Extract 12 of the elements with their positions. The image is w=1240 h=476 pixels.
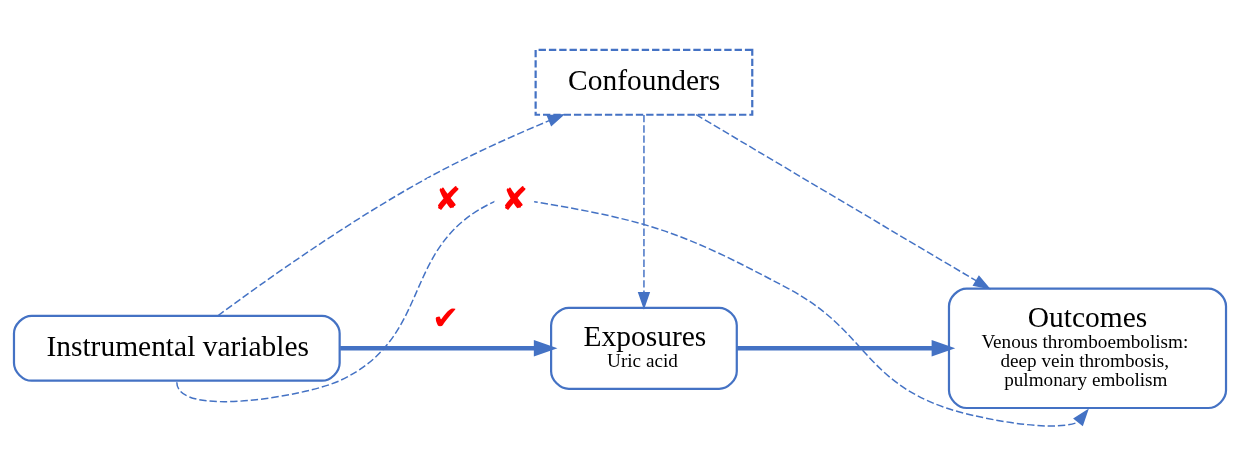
node-box: Exposures Uric acid	[550, 306, 738, 390]
edge-label: ✔	[432, 298, 460, 337]
arrow	[737, 340, 956, 357]
node-box: Instrumental variables	[12, 314, 341, 382]
edge-label: ✘	[433, 179, 462, 218]
arrow	[217, 114, 566, 317]
arrow	[695, 114, 991, 290]
edge-label: ✘	[501, 179, 529, 218]
arrow	[340, 340, 558, 357]
arrow	[637, 114, 651, 310]
node-box: Confounders	[534, 48, 754, 116]
node-box: Outcomes Venous thromboembolism: deep vein thrombosis, pulmonary embolism	[947, 287, 1228, 410]
